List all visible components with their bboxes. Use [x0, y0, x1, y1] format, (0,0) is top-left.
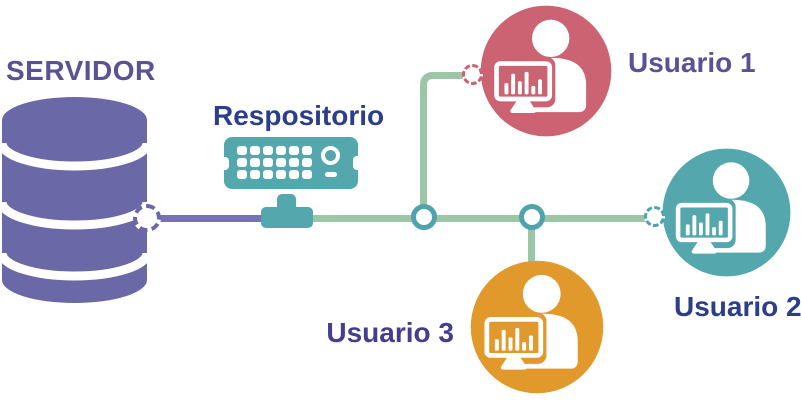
user2-label: Usuario 2: [674, 291, 801, 322]
user3-label: Usuario 3: [326, 317, 454, 348]
user2-connection-node: [644, 206, 665, 227]
server-connection-node: [133, 204, 161, 232]
repository-users-link-line: [311, 215, 648, 222]
junction-node-user3-branch: [519, 204, 545, 230]
user1-label: Usuario 1: [628, 47, 756, 78]
repository-device-icon: [224, 137, 358, 189]
junction-node-user1-branch: [411, 204, 437, 230]
user1-connection-node: [462, 64, 483, 85]
device-slot-icon: [325, 172, 337, 177]
user1-avatar-icon: [476, 1, 616, 141]
device-right-notch: [353, 156, 362, 170]
user3-avatar-icon: [466, 256, 608, 398]
repository-label: Respositorio: [213, 100, 385, 131]
user1-branch-line: [420, 72, 472, 225]
server-repository-link-line: [149, 215, 264, 222]
device-key-grid: [237, 146, 312, 179]
server-label: SERVIDOR: [6, 55, 156, 86]
user3-branch-line: [528, 221, 535, 265]
device-left-notch: [220, 157, 229, 170]
cable-connector-stem: [277, 194, 296, 211]
database-icon: [2, 97, 147, 303]
device-dial-icon: [321, 146, 340, 165]
user2-avatar-icon: [658, 144, 795, 281]
cable-connector-icon: [261, 207, 313, 228]
